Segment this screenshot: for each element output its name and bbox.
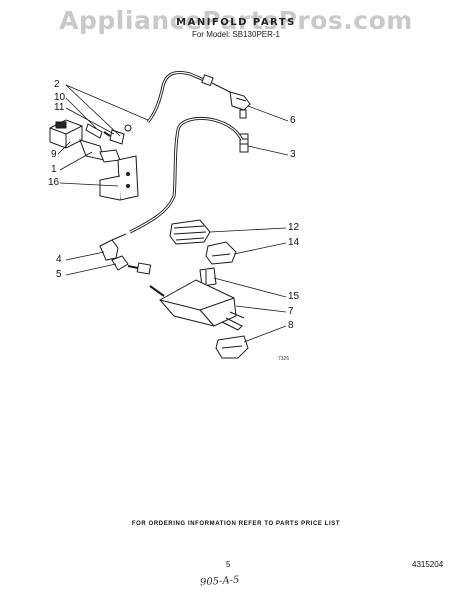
- callout-3: 3: [290, 149, 296, 160]
- callout-1: 1: [51, 164, 57, 175]
- mounting-bracket-part-16: [99, 155, 139, 201]
- lower-gas-tube: [129, 116, 244, 234]
- page-title: MANIFOLD PARTS: [176, 17, 296, 28]
- callout-12: 12: [288, 222, 300, 233]
- nut-part-5: [111, 255, 129, 271]
- callout-11: 11: [54, 102, 65, 113]
- ignitor-bracket-part-14: [205, 241, 237, 265]
- ordering-note: FOR ORDERING INFORMATION REFER TO PARTS …: [131, 521, 341, 527]
- orifice-holder-part-6: [229, 91, 251, 119]
- valve-body-part-1: [79, 139, 121, 163]
- leader-lines: [57, 84, 289, 343]
- callout-16: 16: [48, 177, 60, 188]
- top-fitting-part-2: [201, 74, 231, 93]
- model-subtitle: For Model: SB130PER-1: [191, 30, 281, 39]
- orifice-spud: [136, 262, 152, 275]
- elbow-fitting-part-4: [99, 233, 127, 261]
- valve-assembly-part-9: [49, 119, 83, 149]
- clip-part-15: [199, 267, 217, 287]
- page-number: 5: [226, 560, 231, 569]
- burner-part-7: [149, 279, 245, 331]
- callout-6: 6: [290, 115, 296, 126]
- document-number: 4315204: [412, 560, 444, 569]
- callout-8: 8: [288, 320, 294, 331]
- callout-5: 5: [56, 269, 62, 280]
- callout-7: 7: [288, 306, 294, 317]
- valve-fitting-part-11: [109, 124, 132, 145]
- burner-bracket-part-8: [215, 335, 249, 359]
- callout-14: 14: [288, 237, 300, 248]
- callout-2: 2: [54, 79, 60, 90]
- ignitor-part-12: [169, 219, 211, 245]
- upper-gas-tube: [146, 71, 205, 123]
- callout-4: 4: [56, 254, 62, 265]
- callout-9: 9: [51, 149, 57, 160]
- figure-code: 7326: [278, 356, 290, 362]
- watermark-text: AppliancePartsPros.com: [59, 6, 413, 35]
- callout-15: 15: [288, 291, 300, 302]
- valve-stem-part-10: [85, 123, 111, 139]
- callout-10: 10: [54, 92, 66, 103]
